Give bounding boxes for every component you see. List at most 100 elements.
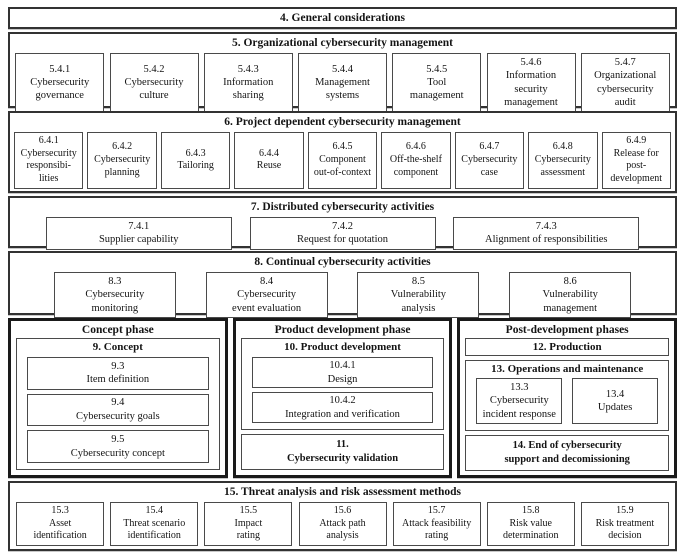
clause-label: Management systems xyxy=(315,76,370,102)
clause-label: Design xyxy=(327,373,358,385)
clause-label: Supplier capability xyxy=(98,234,179,246)
section-title: 4. General considerations xyxy=(280,11,405,24)
phase-title: Concept phase xyxy=(81,324,154,336)
clause-number: 13.4 xyxy=(605,388,625,400)
clause-number: 13.3 xyxy=(510,382,529,393)
clause-number: 5.4.7 xyxy=(614,56,636,68)
clause-number: 7.4.2 xyxy=(332,220,353,232)
group-title: 9. Concept xyxy=(92,341,143,353)
clause-label: Cybersecurity incident response xyxy=(482,395,556,420)
section-general-considerations: 4. General considerations xyxy=(8,7,677,29)
clause-label: Component out-of-context xyxy=(313,153,372,178)
clause-label: Cybersecurity validation xyxy=(286,453,399,464)
clause-label: Risk value determination xyxy=(502,517,559,542)
clause-number: 8.3 xyxy=(108,275,122,287)
clause-number: 5.4.2 xyxy=(143,63,165,75)
clause-number: 10.4.1 xyxy=(329,359,356,371)
section-title: 15. Threat analysis and risk assessment … xyxy=(224,486,461,498)
clause-box-11-validation: 11.Cybersecurity validation xyxy=(240,434,445,470)
clause-label: Cybersecurity event evaluation xyxy=(232,289,302,314)
phase-title: Product development phase xyxy=(274,324,411,336)
clause-label: Cybersecurity goals xyxy=(75,411,160,422)
clause-label: Off-the-shelf component xyxy=(389,153,442,178)
section-distributed-activities: 7. Distributed cybersecurity activities … xyxy=(8,196,677,250)
phase-post-development: Post-development phases 12. Production 1… xyxy=(457,318,678,478)
clause-label: Information security management xyxy=(504,70,558,109)
clause-label: Cybersecurity case xyxy=(461,153,518,178)
clause-number: 8.5 xyxy=(411,275,425,287)
clause-number: 5.4.1 xyxy=(49,63,71,75)
clause-number: 6.4.3 xyxy=(185,147,206,159)
clause-number: 6.4.5 xyxy=(332,141,353,153)
clause-label: Asset identification xyxy=(33,517,87,542)
clause-label: Cybersecurity planning xyxy=(94,153,151,178)
clause-label: Threat scenario identification xyxy=(123,517,186,542)
section-title: 7. Distributed cybersecurity activities xyxy=(250,201,435,213)
clause-label: Cybersecurity assessment xyxy=(534,153,591,178)
clause-number: 7.4.1 xyxy=(128,220,150,232)
clause-label: Vulnerability analysis xyxy=(390,289,447,314)
clause-number: 5.4.5 xyxy=(426,63,448,75)
clause-label: Attack path analysis xyxy=(319,517,366,542)
clause-number: 6.4.4 xyxy=(259,147,280,159)
clause-number: 9.3 xyxy=(111,360,125,372)
section-title: 8. Continual cybersecurity activities xyxy=(254,256,431,268)
section-continual-activities: 8. Continual cybersecurity activities 8.… xyxy=(8,251,677,319)
clause-label: Cybersecurity governance xyxy=(30,76,90,102)
clause-label: Risk treatment decision xyxy=(595,517,655,542)
clause-number: 15.8 xyxy=(522,504,540,516)
clause-label: Cybersecurity concept xyxy=(70,447,165,459)
clause-number: 15.3 xyxy=(51,504,69,516)
clause-number: 9.4 xyxy=(111,397,125,409)
clause-number: 15.6 xyxy=(333,504,352,516)
clause-label: Information sharing xyxy=(223,76,274,102)
clause-number: 8.6 xyxy=(563,275,577,287)
clause-label: Organizational cybersecurity audit xyxy=(594,70,657,109)
clause-number: 10.4.2 xyxy=(329,394,356,406)
clause-label: Integration and verification xyxy=(285,408,400,420)
clause-box-14-end-of-support: 14. End of cybersecurity support and dec… xyxy=(465,435,670,471)
phase-title: Post-development phases xyxy=(505,324,629,336)
section-organizational-management: 5. Organizational cybersecurity manageme… xyxy=(8,32,677,113)
clause-number: 9.5 xyxy=(111,434,125,446)
section-tara-methods: 15. Threat analysis and risk assessment … xyxy=(8,481,677,551)
clause-number: 15.9 xyxy=(616,504,634,516)
clause-label: Item definition xyxy=(86,374,150,386)
clause-number: 6.4.8 xyxy=(552,141,573,153)
section-title: 5. Organizational cybersecurity manageme… xyxy=(231,37,453,49)
clause-number: 6.4.7 xyxy=(479,141,500,153)
clause-label: Request for quotation xyxy=(297,234,388,246)
group-title: 10. Product development xyxy=(284,341,401,353)
clause-number: 6.4.1 xyxy=(38,134,59,146)
